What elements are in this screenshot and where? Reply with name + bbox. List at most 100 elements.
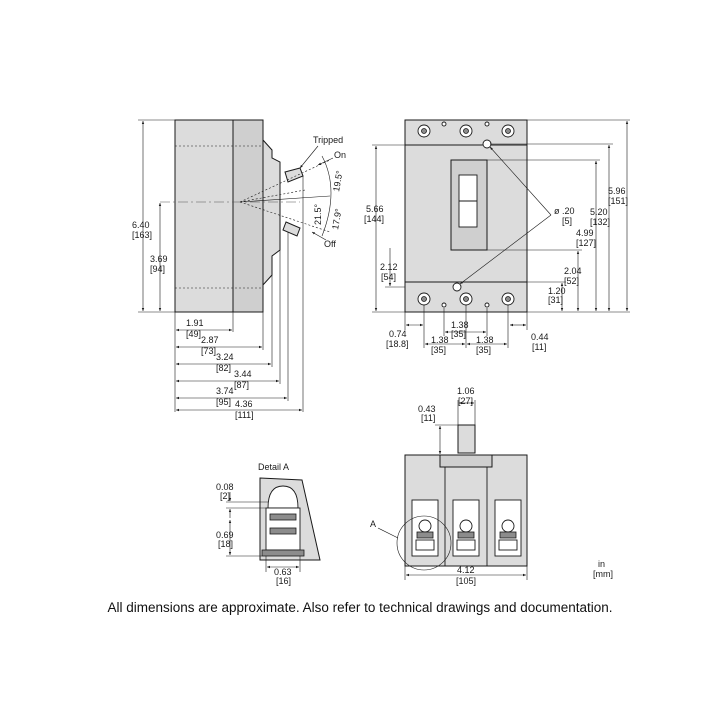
dim-191-mm: [49] bbox=[186, 329, 201, 339]
dim-520-in: 5.20 bbox=[590, 207, 608, 217]
dim-287-in: 2.87 bbox=[201, 335, 219, 345]
detail-lug-foot bbox=[261, 549, 305, 557]
mount-hole-icon bbox=[484, 302, 490, 308]
bottom-handle-stub bbox=[457, 424, 476, 454]
dim-008-mm: [2] bbox=[220, 491, 230, 501]
dim-212-mm: [54] bbox=[381, 272, 396, 282]
tripped-leader bbox=[299, 145, 319, 169]
dim-499-mm: [127] bbox=[576, 238, 596, 248]
mount-hole-icon bbox=[441, 121, 447, 127]
angle-21-5: 21.5° bbox=[313, 203, 323, 225]
lug-pole-1 bbox=[411, 499, 439, 557]
angle-19-5: 19.5° bbox=[331, 169, 345, 192]
dim-640-mm: [163] bbox=[132, 230, 152, 240]
angle-arc bbox=[321, 155, 332, 237]
unit-legend-in: in bbox=[598, 559, 605, 569]
dim-499-in: 4.99 bbox=[576, 228, 594, 238]
dim-344-in: 3.44 bbox=[234, 369, 252, 379]
lug-screw-icon bbox=[418, 519, 432, 533]
detail-a-leader bbox=[377, 527, 399, 539]
dim-520-mm: [132] bbox=[590, 217, 610, 227]
detail-a-ref: A bbox=[370, 519, 376, 529]
dim-212-in: 2.12 bbox=[380, 262, 398, 272]
mount-hole-icon bbox=[441, 302, 447, 308]
dim-436-in: 4.36 bbox=[235, 399, 253, 409]
label-on: On bbox=[334, 150, 346, 160]
dim-566-mm: [144] bbox=[364, 214, 384, 224]
dim-106-mm: [27] bbox=[458, 396, 473, 406]
dim-106-in: 1.06 bbox=[457, 386, 475, 396]
detail-lug-clamp-1 bbox=[269, 513, 297, 521]
dim-063-in: 0.63 bbox=[274, 567, 292, 577]
dim-008-in: 0.08 bbox=[216, 482, 234, 492]
mount-hole-icon bbox=[452, 282, 462, 292]
dim-324-in: 3.24 bbox=[216, 352, 234, 362]
handle-off-position bbox=[282, 221, 301, 237]
mount-hole-icon bbox=[482, 139, 492, 149]
dim-069-in: 0.69 bbox=[216, 530, 234, 540]
on-leader bbox=[317, 157, 334, 166]
dim-044-mm: [11] bbox=[532, 342, 546, 352]
lug-clamp bbox=[499, 531, 517, 539]
dim-412-in: 4.12 bbox=[457, 565, 475, 575]
hole-dia-in: ø .20 bbox=[554, 206, 575, 216]
dim-138c-mm: [35] bbox=[476, 345, 491, 355]
handle-arc-3 bbox=[239, 195, 331, 203]
dim-074-mm: [18.8] bbox=[386, 339, 409, 349]
angle-17-9: 17.9° bbox=[330, 207, 344, 230]
dim-063-mm: [16] bbox=[276, 576, 291, 586]
dim-138b-in: 1.38 bbox=[431, 335, 449, 345]
dim-204-mm: [52] bbox=[564, 276, 579, 286]
lug-pole-3 bbox=[494, 499, 522, 557]
lug-clamp bbox=[416, 531, 434, 539]
screw-icon bbox=[463, 296, 469, 302]
screw-icon bbox=[505, 296, 511, 302]
dim-044-in: 0.44 bbox=[531, 332, 549, 342]
dim-369-in: 3.69 bbox=[150, 254, 168, 264]
lug-base bbox=[415, 539, 435, 551]
detail-a-title: Detail A bbox=[258, 462, 289, 472]
dim-596-in: 5.96 bbox=[608, 186, 626, 196]
lug-clamp bbox=[457, 531, 475, 539]
detail-a-callout-circle bbox=[396, 515, 452, 571]
dim-120-in: 1.20 bbox=[548, 286, 566, 296]
front-view: ø .20 [5] 5.66 [144] 2.12 [54] 5.96 [151… bbox=[364, 119, 630, 355]
lug-base bbox=[456, 539, 476, 551]
lug-pole-2 bbox=[452, 499, 480, 557]
handle-arc-1 bbox=[239, 159, 331, 203]
dim-324-mm: [82] bbox=[216, 363, 231, 373]
hole-leader-2 bbox=[459, 214, 552, 285]
dim-374-mm: [95] bbox=[216, 397, 231, 407]
screw-icon bbox=[505, 128, 511, 134]
unit-legend-mm: [mm] bbox=[593, 569, 613, 579]
detail-lug-clamp-2 bbox=[269, 527, 297, 535]
detail-a: Detail A 0.08 [2] 0.69 [18] 0.63 [16] bbox=[216, 462, 321, 586]
hole-leader-1 bbox=[489, 146, 552, 216]
side-body-main bbox=[174, 119, 234, 313]
dim-069-mm: [18] bbox=[218, 539, 233, 549]
terminal-screws-top bbox=[417, 121, 515, 149]
dim-043-in: 0.43 bbox=[418, 404, 436, 414]
dim-120-mm: [31] bbox=[548, 295, 563, 305]
label-off: Off bbox=[324, 239, 336, 249]
dim-436-mm: [111] bbox=[235, 410, 254, 420]
lug-screw-icon bbox=[501, 519, 515, 533]
side-view: Tripped On Off 19.5° 21.5° 17.9° 6.40 [1… bbox=[132, 119, 346, 420]
dim-138a-in: 1.38 bbox=[451, 320, 469, 330]
screw-icon bbox=[421, 296, 427, 302]
label-tripped: Tripped bbox=[313, 135, 343, 145]
dim-138a-mm: [35] bbox=[451, 329, 466, 339]
dim-138b-mm: [35] bbox=[431, 345, 446, 355]
lug-base bbox=[498, 539, 518, 551]
caption-note: All dimensions are approximate. Also ref… bbox=[107, 600, 613, 615]
bottom-view: A 0.43 [11] 1.06 [27] 4.12 [105] bbox=[370, 386, 528, 586]
screw-icon bbox=[421, 128, 427, 134]
dim-344-mm: [87] bbox=[234, 380, 249, 390]
dim-287-mm: [73] bbox=[201, 346, 216, 356]
dim-191-in: 1.91 bbox=[186, 318, 204, 328]
handle-tripped-ghost bbox=[239, 189, 306, 203]
side-body-step bbox=[232, 119, 264, 313]
detail-lug-dome bbox=[267, 485, 299, 509]
screw-icon bbox=[463, 128, 469, 134]
